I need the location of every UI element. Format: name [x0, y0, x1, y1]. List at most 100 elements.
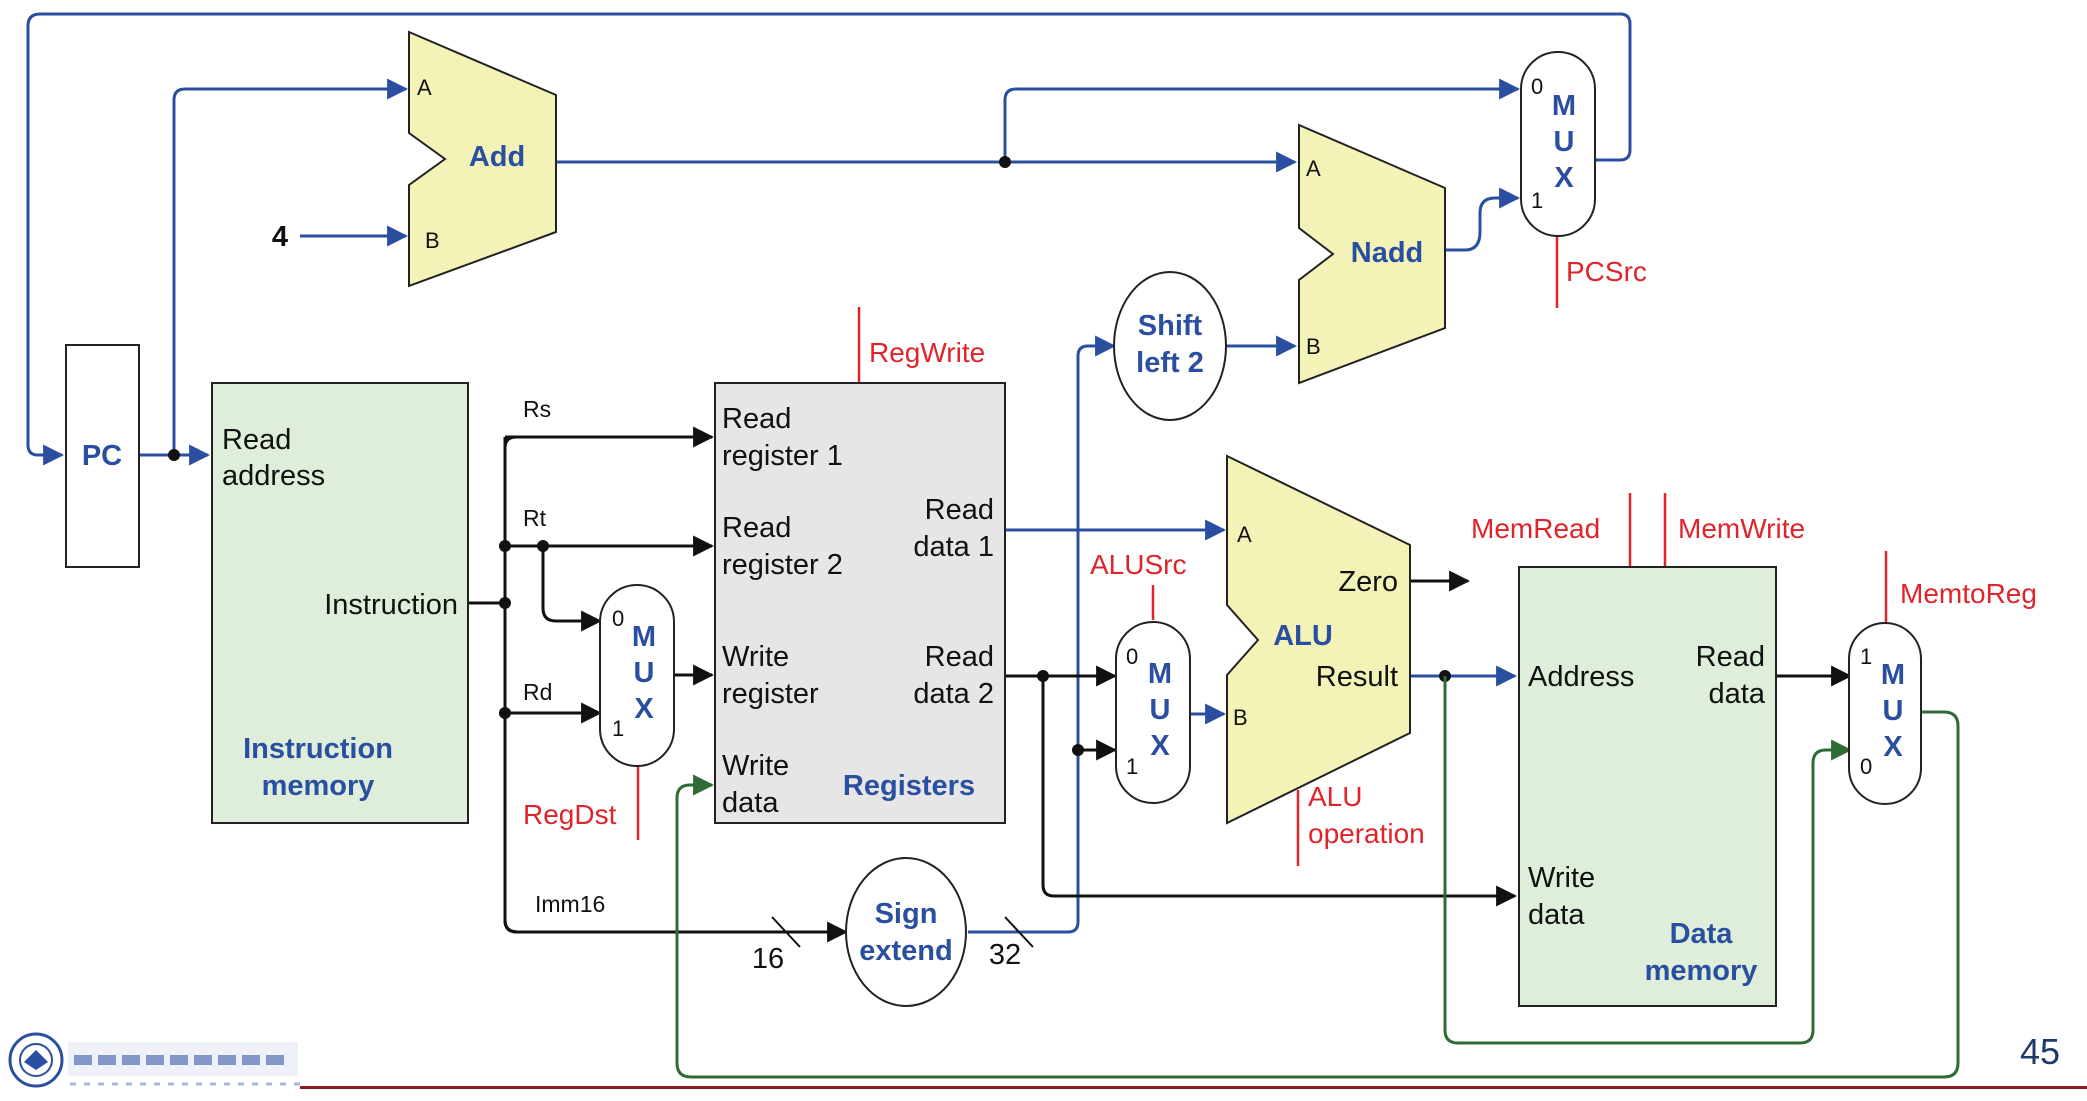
pc-register: PC [65, 344, 140, 568]
imm16-wire [503, 919, 849, 943]
mux-input-1: 1 [1860, 644, 1872, 669]
pcsrc-mux: M U X 0 1 [1520, 51, 1596, 237]
alu-result-label: Result [1316, 661, 1398, 693]
mux-m: M [1881, 659, 1905, 691]
bus-width-32: 32 [989, 939, 1021, 971]
pc-label: PC [82, 440, 122, 472]
dmem-write-line1: Write [1528, 862, 1595, 894]
alu-port-b: B [1233, 705, 1248, 730]
dmem-title-1: Data [1670, 918, 1734, 950]
register-file: Read register 1 Read register 2 Write re… [714, 382, 1006, 824]
sign-extend: Sign extend [845, 857, 967, 1007]
mux-input-1: 1 [1126, 754, 1138, 779]
nadd-label: Nadd [1351, 237, 1424, 269]
imem-title-2: memory [262, 770, 375, 802]
pcsrc-label: PCSrc [1566, 256, 1647, 287]
rt-label: Rt [523, 505, 547, 531]
nadd-unit: Nadd A B [1298, 123, 1446, 385]
nadd-to-mux-wire [1445, 187, 1521, 252]
regdst-mux: M U X 0 1 [599, 584, 675, 767]
mux-x: X [1883, 731, 1903, 763]
nadd-port-a: A [1306, 156, 1321, 181]
mux-input-0: 0 [1860, 754, 1872, 779]
add-label: Add [469, 141, 525, 173]
memtoreg-label: MemtoReg [1900, 578, 2037, 609]
reg-rd1-line2: data 1 [913, 531, 994, 563]
mux-input-0: 0 [612, 606, 624, 631]
mux-u: U [1150, 694, 1171, 726]
rd-label: Rd [523, 679, 552, 705]
regwrite-label: RegWrite [869, 337, 985, 368]
mux-u: U [1883, 695, 1904, 727]
mux-m: M [632, 621, 656, 653]
imem-address-label: address [222, 460, 325, 492]
dmem-read-line1: Read [1696, 641, 1765, 673]
mux-x: X [1554, 162, 1574, 194]
reg-rd2-line2: data 2 [913, 678, 994, 710]
mux-input-0: 0 [1531, 74, 1543, 99]
junction-dot [1072, 744, 1084, 756]
add-unit: Add A B [408, 30, 557, 288]
alu-port-a: A [1237, 522, 1252, 547]
const-four: 4 [272, 221, 288, 253]
junction-dot [999, 156, 1011, 168]
data-memory: Address Read data Write data Data memory [1518, 566, 1777, 1007]
alusrc-mux: M U X 0 1 [1115, 621, 1191, 804]
reg-rd2-line1: Read [925, 641, 994, 673]
shift-left-2: Shift left 2 [1113, 271, 1227, 421]
junction-dot [499, 540, 511, 552]
mux-x: X [1150, 730, 1170, 762]
memwrite-label: MemWrite [1678, 513, 1805, 544]
mux-input-1: 1 [1531, 188, 1543, 213]
mux-u: U [1554, 126, 1575, 158]
rs-label: Rs [523, 396, 551, 422]
reg-rr2-line1: Read [722, 512, 791, 544]
mux-x: X [634, 693, 654, 725]
university-logo [8, 1032, 300, 1088]
mux-m: M [1148, 658, 1172, 690]
bus-slash-16 [771, 916, 801, 948]
registers-title: Registers [843, 770, 975, 802]
junction-dot [1037, 670, 1049, 682]
dmem-address-label: Address [1528, 661, 1634, 693]
alu: ALU A B Zero Result [1226, 454, 1411, 825]
mux-u: U [634, 657, 655, 689]
signext-to-shift-wire [968, 335, 1117, 934]
instruction-memory: Read address Instruction Instruction mem… [211, 382, 469, 824]
aluop-label-2: operation [1308, 818, 1425, 849]
mux-input-1: 1 [612, 716, 624, 741]
signext-line1: Sign [875, 898, 938, 930]
add-to-mux-wire [1003, 78, 1521, 162]
bus-slash-32 [1004, 916, 1034, 948]
imem-title-1: Instruction [243, 733, 393, 765]
readdata2-to-dmem-wire [1041, 676, 1518, 907]
instruction-bus-vertical [503, 435, 518, 934]
reg-rr1-line2: register 1 [722, 440, 843, 472]
shift-line1: Shift [1138, 310, 1203, 342]
imem-instruction-label: Instruction [324, 589, 458, 621]
junction-dot [168, 449, 180, 461]
imem-read-label: Read [222, 424, 291, 456]
reg-rr2-line2: register 2 [722, 549, 843, 581]
regdst-label: RegDst [523, 799, 617, 830]
alusrc-label: ALUSrc [1090, 549, 1186, 580]
junction-dot [537, 540, 549, 552]
reg-wr-line2: register [722, 678, 819, 710]
reg-wd-line1: Write [722, 750, 789, 782]
wires [26, 12, 1960, 1079]
add-port-b: B [425, 228, 440, 253]
reg-wd-line2: data [722, 787, 779, 819]
memtoreg-mux: M U X 1 0 [1848, 622, 1922, 805]
reg-rr1-line1: Read [722, 403, 791, 435]
writeback-wire [675, 710, 1960, 1079]
bus-width-16: 16 [752, 943, 784, 975]
pc-feedback-wire [26, 12, 1632, 466]
mux-input-0: 0 [1126, 644, 1138, 669]
footer-rule [300, 1086, 2087, 1089]
junction-dot [499, 597, 511, 609]
junction-dot [499, 707, 511, 719]
dmem-read-line2: data [1709, 678, 1766, 710]
add-port-a: A [417, 75, 432, 100]
signext-line2: extend [859, 935, 952, 967]
